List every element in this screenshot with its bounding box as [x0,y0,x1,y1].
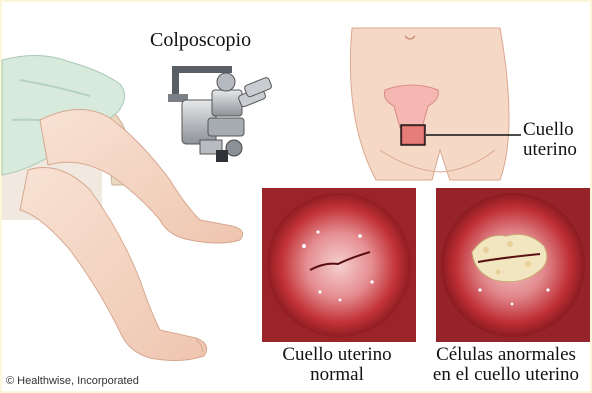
copyright-credit: © Healthwise, Incorporated [6,375,139,387]
cervix-label-line1: Cuello [523,120,577,140]
normal-cervix-caption: Cuello uterino normal [258,345,416,385]
normal-cervix-image [262,188,416,342]
abnormal-caption-line1: Células anormales [420,345,592,365]
normal-caption-line1: Cuello uterino [258,345,416,365]
abnormal-cervix-image [436,188,590,342]
abnormal-caption-line2: en el cuello uterino [420,365,592,385]
cervix-label-line2: uterino [523,140,577,160]
colposcope-icon [168,66,272,162]
abnormal-cervix-caption: Células anormales en el cuello uterino [420,345,592,385]
cervix-label: Cuello uterino [523,120,577,160]
colposcope-label: Colposcopio [150,30,251,51]
normal-caption-line2: normal [258,365,416,385]
pelvis-figure [350,28,521,180]
